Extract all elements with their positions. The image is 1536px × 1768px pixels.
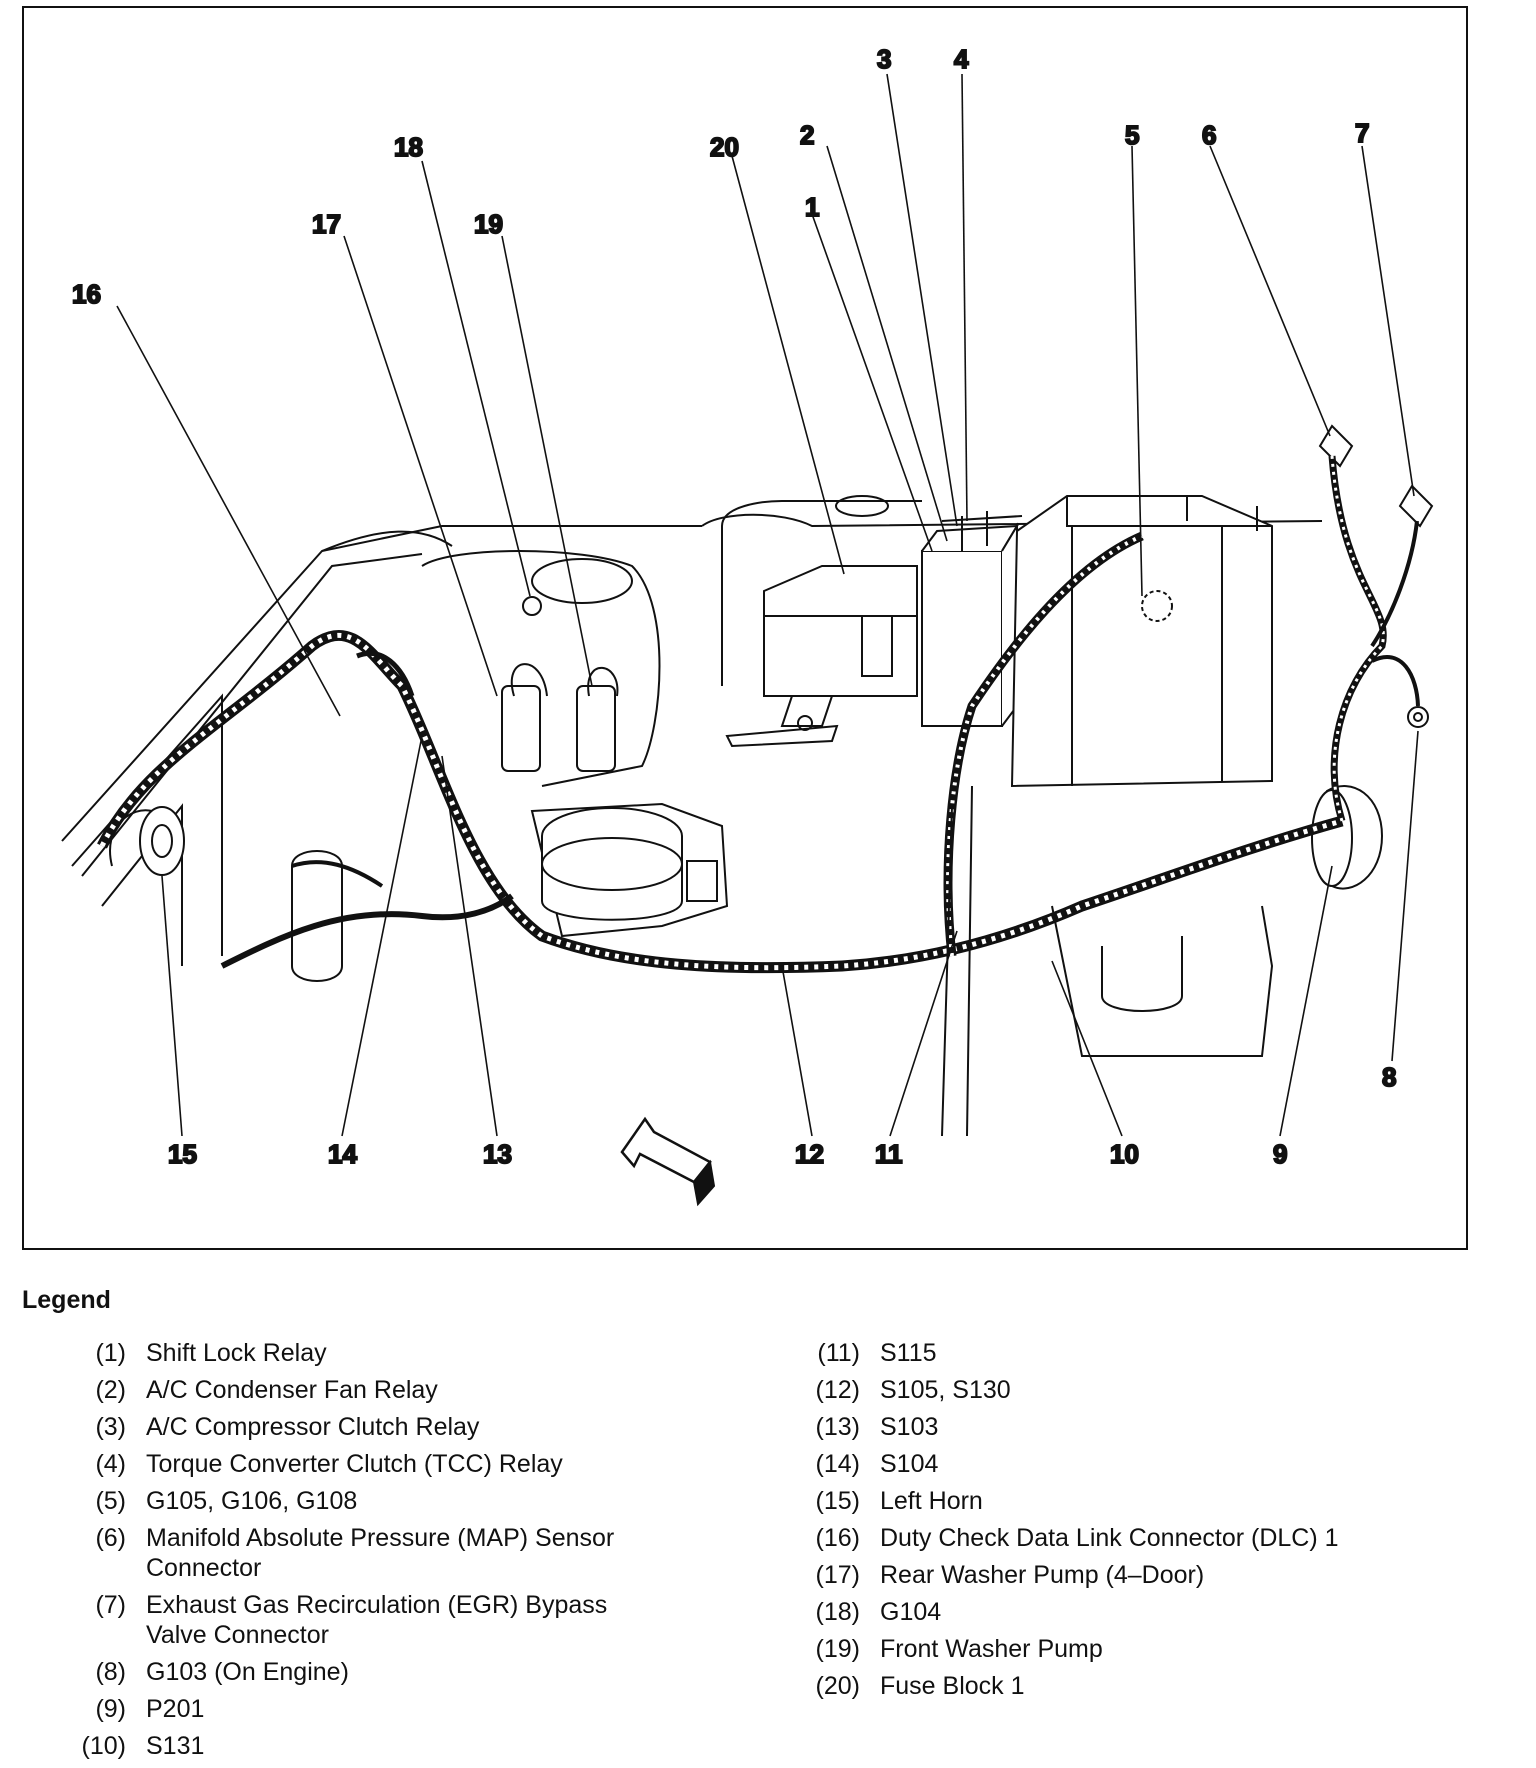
forward-direction-arrow-icon xyxy=(620,1116,716,1207)
callout-8: 8 xyxy=(1382,1062,1396,1092)
legend-text: A/C Compressor Clutch Relay xyxy=(146,1413,480,1441)
legend-item: (19) Front Washer Pump xyxy=(760,1634,1520,1664)
legend-number: (15) xyxy=(815,1487,860,1515)
legend-item: (2) A/C Condenser Fan Relay xyxy=(0,1375,800,1405)
legend-number: (16) xyxy=(815,1524,860,1552)
legend-item: (8) G103 (On Engine) xyxy=(0,1657,800,1687)
leader-lines xyxy=(116,73,1419,1137)
callout-labels: 1 2 3 4 5 6 7 8 9 10 11 12 13 14 15 16 1… xyxy=(71,43,1397,1170)
legend-number: (7) xyxy=(95,1591,126,1619)
callout-3: 3 xyxy=(877,44,891,74)
legend-item: (4) Torque Converter Clutch (TCC) Relay xyxy=(0,1449,800,1479)
fuse-block-part xyxy=(725,565,918,748)
legend-number: (17) xyxy=(815,1561,860,1589)
legend-number: (4) xyxy=(95,1450,126,1478)
callout-15: 15 xyxy=(168,1139,197,1169)
legend-text: S105, S130 xyxy=(880,1376,1011,1404)
legend-text: Manifold Absolute Pressure (MAP) Sensor … xyxy=(146,1524,615,1582)
legend-item: (9) P201 xyxy=(0,1694,800,1724)
legend-text: G105, G106, G108 xyxy=(146,1487,358,1515)
legend-text: S115 xyxy=(880,1339,937,1367)
legend-item: (17) Rear Washer Pump (4–Door) xyxy=(760,1560,1520,1590)
legend-number: (10) xyxy=(81,1732,126,1760)
legend-number: (11) xyxy=(817,1339,860,1367)
legend-list-left: (1) Shift Lock Relay (2) A/C Condenser Fan… xyxy=(0,1338,800,1768)
legend-item: (12) S105, S130 xyxy=(760,1375,1520,1405)
legend-text: A/C Condenser Fan Relay xyxy=(146,1376,438,1404)
grommet-part xyxy=(1311,785,1384,890)
legend-title: Legend xyxy=(22,1286,111,1314)
callout-7: 7 xyxy=(1355,118,1369,148)
air-cleaner-part xyxy=(530,802,729,938)
legend-text: S131 xyxy=(146,1732,205,1760)
legend-text: Fuse Block 1 xyxy=(880,1672,1025,1700)
legend-list-right: (11) S115 (12) S105, S130 (13) S103 (14) S10… xyxy=(760,1338,1520,1708)
callout-4: 4 xyxy=(954,44,969,74)
legend-text: Duty Check Data Link Connector (DLC) 1 xyxy=(880,1524,1339,1552)
legend-item: (1) Shift Lock Relay xyxy=(0,1338,800,1368)
legend-number: (9) xyxy=(95,1695,126,1723)
legend-number: (12) xyxy=(815,1376,860,1404)
legend-item: (13) S103 xyxy=(760,1412,1520,1442)
callout-2: 2 xyxy=(800,120,814,150)
legend-item: (10) S131 xyxy=(0,1731,800,1761)
callout-17: 17 xyxy=(312,209,341,239)
legend-number: (18) xyxy=(815,1598,860,1626)
legend-item: (18) G104 xyxy=(760,1597,1520,1627)
legend-number: (13) xyxy=(815,1413,860,1441)
legend-item: (20) Fuse Block 1 xyxy=(760,1671,1520,1701)
callout-6: 6 xyxy=(1202,120,1216,150)
legend-item: (16) Duty Check Data Link Connector (DLC)… xyxy=(760,1523,1520,1553)
legend-item: (11) S115 xyxy=(760,1338,1520,1368)
legend-text: Front Washer Pump xyxy=(880,1635,1103,1663)
legend-number: (1) xyxy=(95,1339,126,1367)
legend-text: S104 xyxy=(880,1450,939,1478)
callout-12: 12 xyxy=(795,1139,824,1169)
callout-1: 1 xyxy=(805,192,819,222)
legend-text: G103 (On Engine) xyxy=(146,1658,349,1686)
callout-18: 18 xyxy=(394,132,423,162)
legend-number: (2) xyxy=(95,1376,126,1404)
legend-text: S103 xyxy=(880,1413,939,1441)
wiring-harness xyxy=(97,455,1420,1137)
legend-number: (20) xyxy=(815,1672,860,1700)
legend-item: (3) A/C Compressor Clutch Relay xyxy=(0,1412,800,1442)
legend-item: (5) G105, G106, G108 xyxy=(0,1486,800,1516)
legend-item: (6) Manifold Absolute Pressure (MAP) Sens… xyxy=(0,1523,800,1583)
legend-number: (3) xyxy=(95,1413,126,1441)
legend-text: Torque Converter Clutch (TCC) Relay xyxy=(146,1450,563,1478)
washer-pumps-part xyxy=(501,596,619,772)
callout-20: 20 xyxy=(710,132,739,162)
relay-center-part xyxy=(921,511,1023,727)
callout-11: 11 xyxy=(875,1139,903,1169)
legend-number: (8) xyxy=(95,1658,126,1686)
callout-9: 9 xyxy=(1273,1139,1287,1169)
callout-14: 14 xyxy=(328,1139,357,1169)
battery-part xyxy=(1010,495,1273,788)
legend-text: Rear Washer Pump (4–Door) xyxy=(880,1561,1205,1589)
legend-number: (19) xyxy=(815,1635,860,1663)
legend-number: (6) xyxy=(95,1524,126,1552)
callout-19: 19 xyxy=(474,209,503,239)
callout-16: 16 xyxy=(72,279,101,309)
legend-text: Shift Lock Relay xyxy=(146,1339,327,1367)
legend-text: Exhaust Gas Recirculation (EGR) Bypass V… xyxy=(146,1591,608,1649)
horn-part xyxy=(109,806,185,876)
legend-text: P201 xyxy=(146,1695,205,1723)
legend-item: (15) Left Horn xyxy=(760,1486,1520,1516)
legend-item: (7) Exhaust Gas Recirculation (EGR) Bypas… xyxy=(0,1590,800,1650)
legend-text: Left Horn xyxy=(880,1487,983,1515)
legend-item: (14) S104 xyxy=(760,1449,1520,1479)
callout-13: 13 xyxy=(483,1139,512,1169)
callout-10: 10 xyxy=(1110,1139,1139,1169)
legend-text: G104 xyxy=(880,1598,942,1626)
legend-number: (5) xyxy=(95,1487,126,1515)
engine-compartment-diagram: 1 2 3 4 5 6 7 8 9 10 11 12 13 14 15 16 1… xyxy=(22,6,1468,1250)
legend-number: (14) xyxy=(815,1450,860,1478)
vehicle-illustration xyxy=(61,424,1434,1207)
callout-5: 5 xyxy=(1125,120,1139,150)
